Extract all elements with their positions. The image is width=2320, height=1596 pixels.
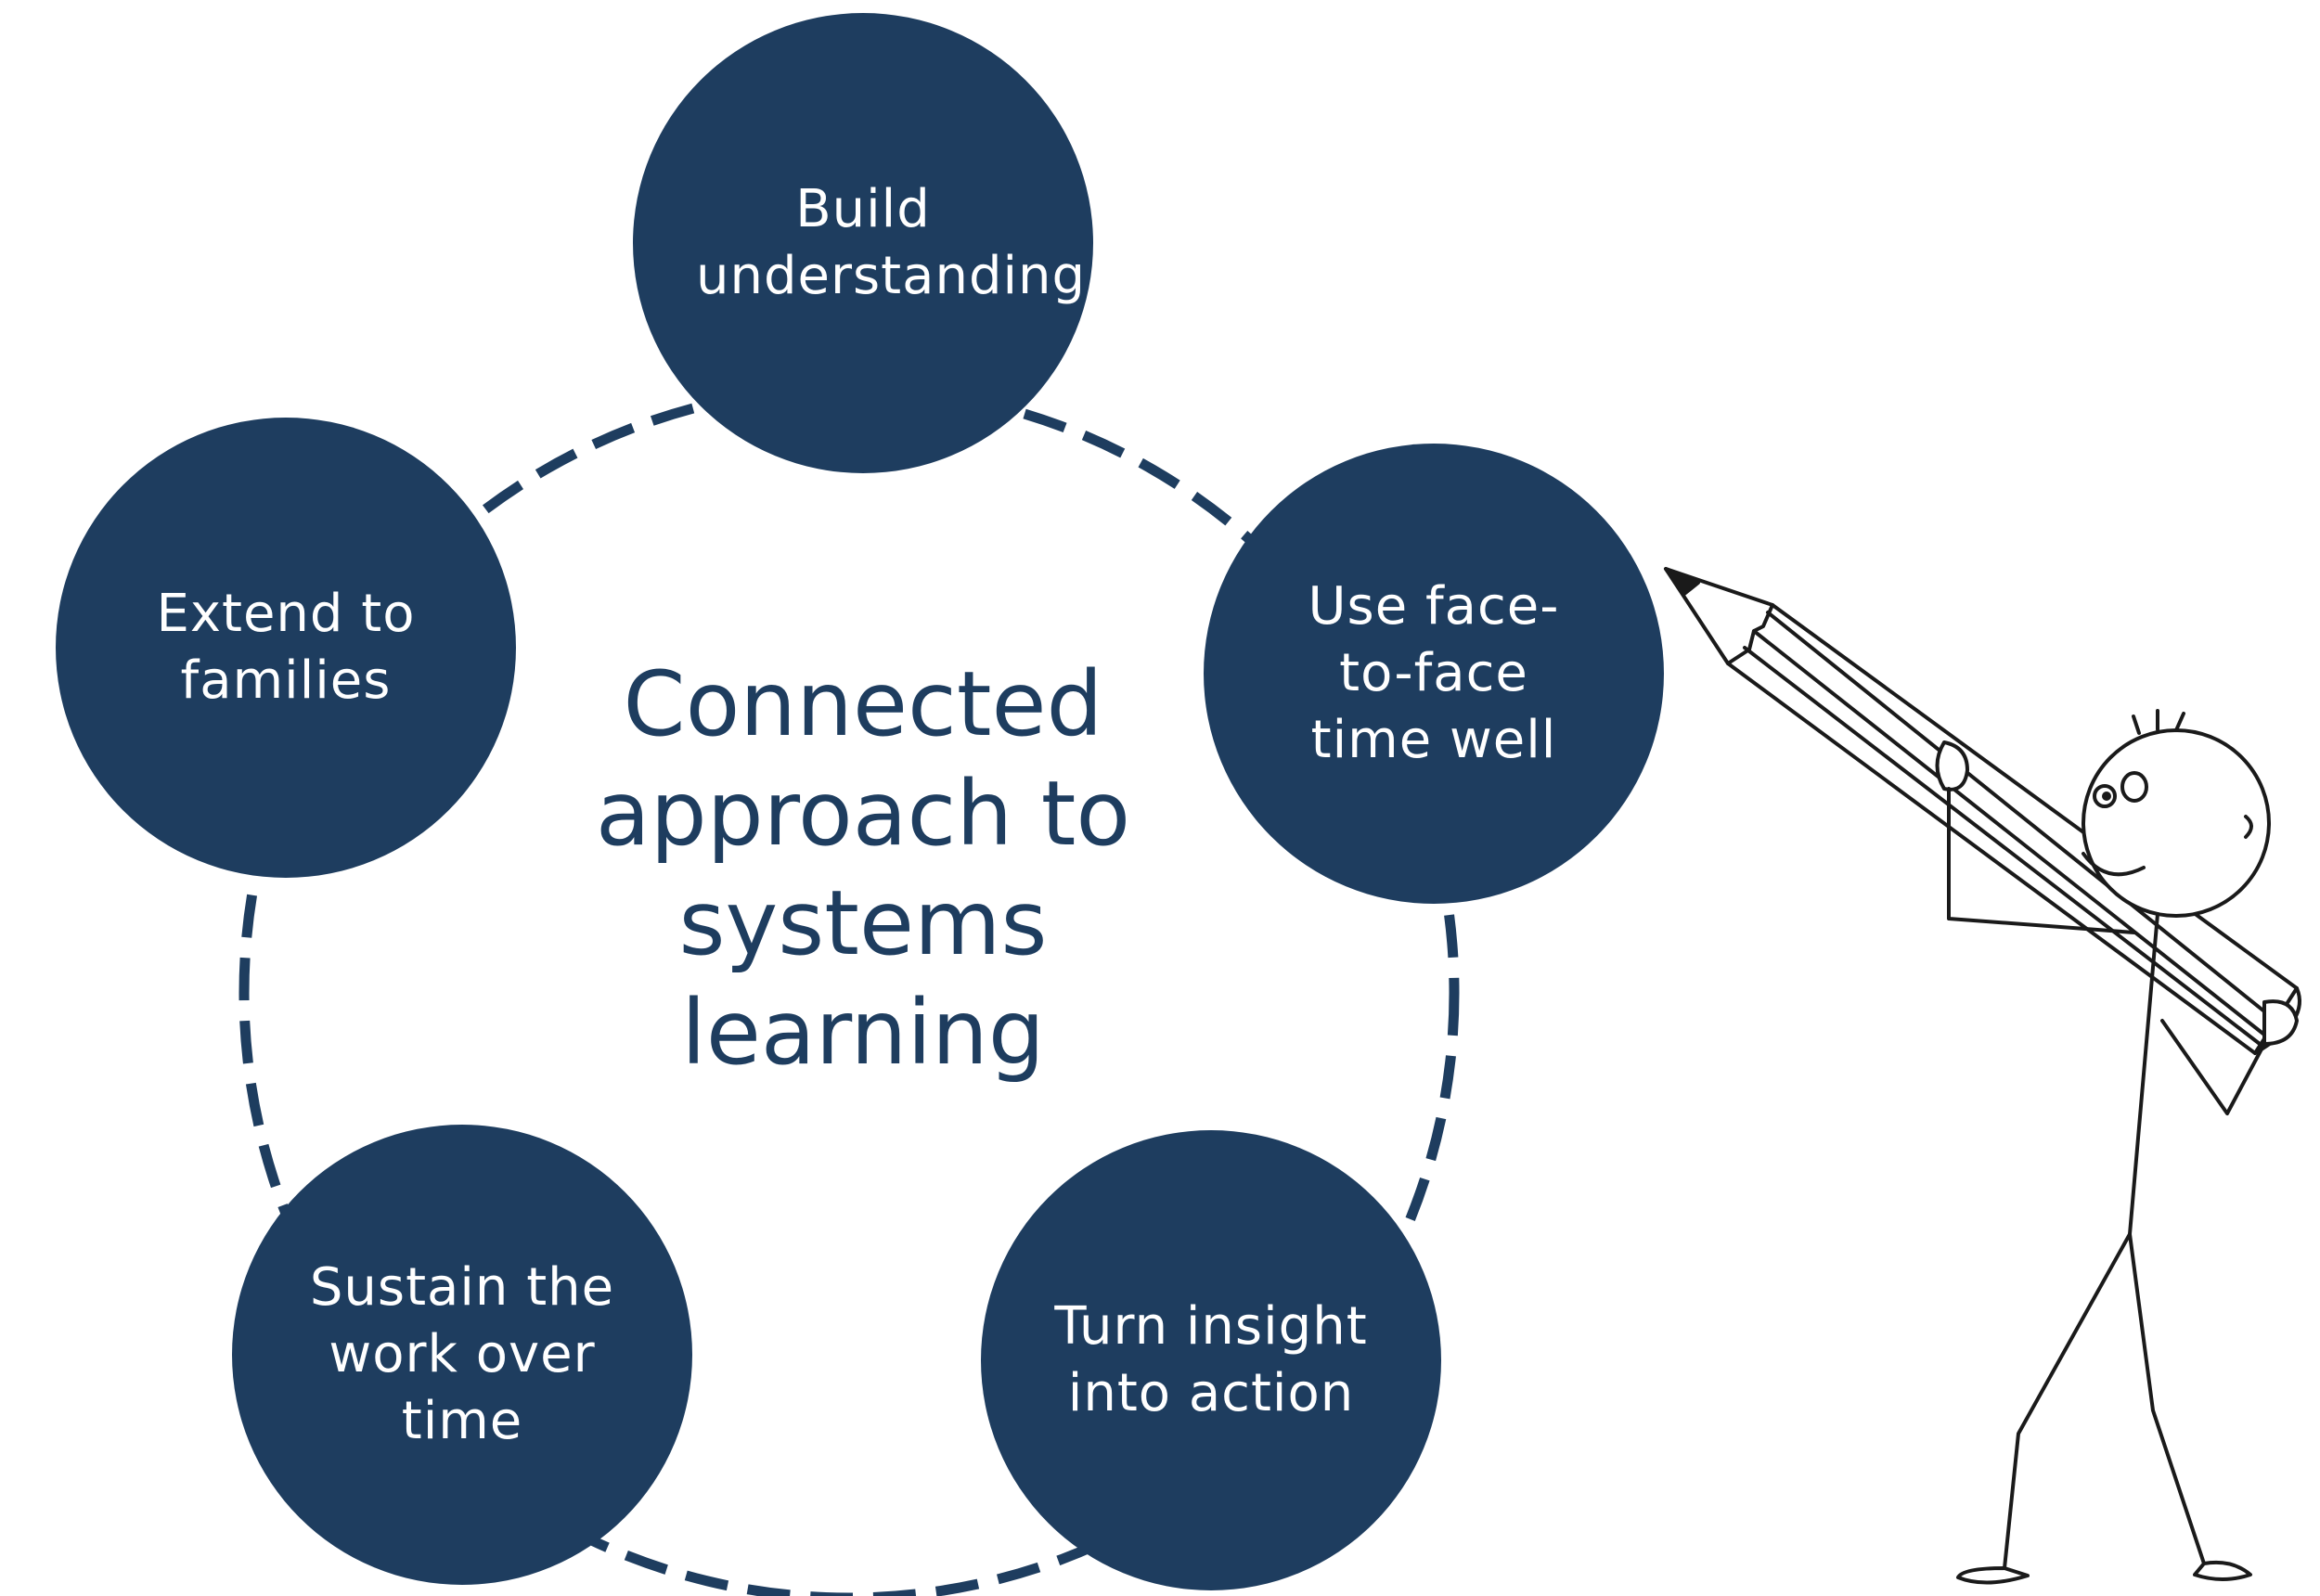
node-build-understanding: Build understanding — [633, 13, 1093, 473]
node-turn-insight: Turn insight into action — [981, 1130, 1441, 1590]
node-label: Use face- to-face time well — [1308, 576, 1560, 770]
pencil-icon — [1664, 567, 2301, 1055]
node-extend-to-families: Extend to families — [56, 418, 516, 878]
head-icon — [2082, 728, 2271, 918]
node-label: Extend to families — [156, 584, 416, 711]
node-label: Build understanding — [696, 179, 1087, 306]
node-sustain-work: Sustain the work over time — [232, 1125, 692, 1585]
center-title: Connected approach to systems learning — [595, 652, 1131, 1085]
node-label: Sustain the work over time — [309, 1257, 615, 1451]
node-use-face-to-face: Use face- to-face time well — [1204, 444, 1664, 904]
node-label: Turn insight into action — [1054, 1296, 1368, 1423]
